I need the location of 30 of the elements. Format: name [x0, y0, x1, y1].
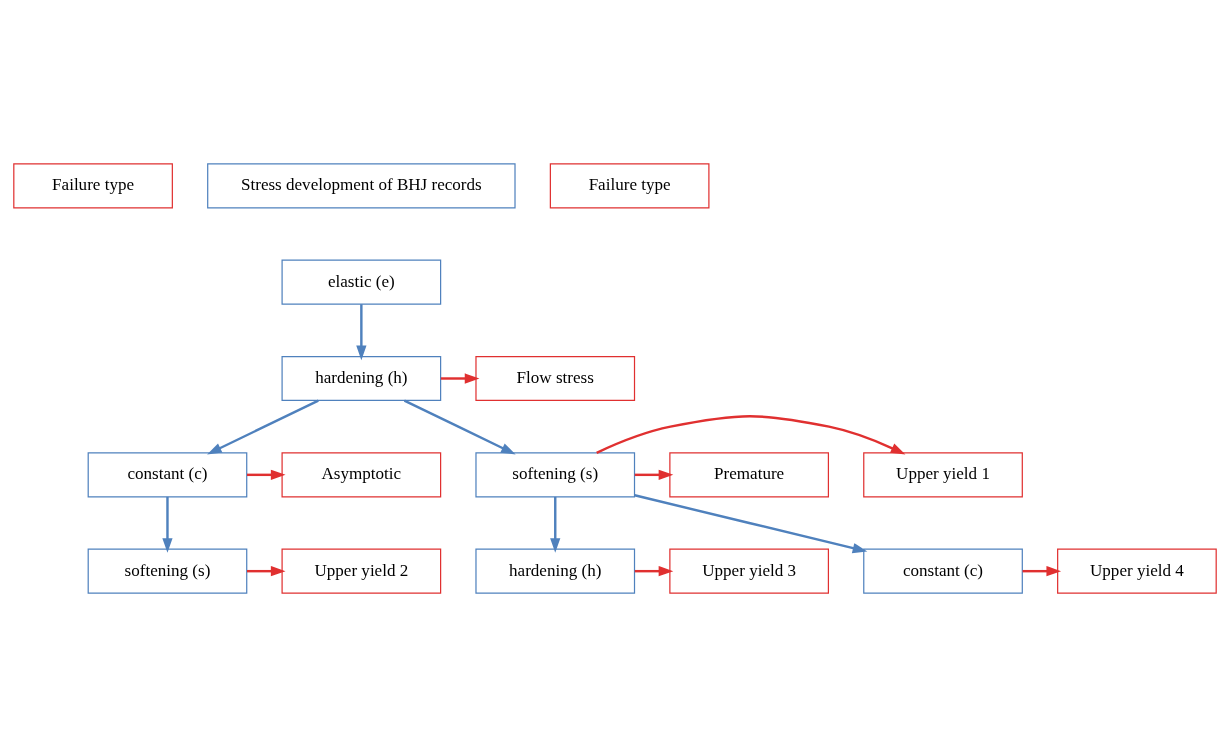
node-box: elastic (e): [281, 259, 442, 305]
arrow: [207, 398, 319, 454]
node-box: hardening (h): [475, 548, 636, 594]
node-box: Failure type: [13, 162, 173, 208]
arrow: [162, 496, 173, 553]
arrow: [550, 496, 561, 553]
node-box: Asymptotic: [281, 451, 442, 497]
node-box: Upper yield 3: [669, 548, 829, 594]
node-box: Upper yield 4: [1057, 548, 1217, 594]
arrow: [403, 398, 516, 454]
arrow: [1022, 565, 1062, 576]
node-box: Upper yield 2: [281, 548, 442, 594]
node-box: softening (s): [87, 548, 248, 594]
node-box: softening (s): [475, 451, 636, 497]
arrow: [440, 372, 480, 384]
arrow: [247, 469, 286, 480]
node-box: Stress development of BHJ records: [207, 162, 516, 208]
arrow: [634, 469, 674, 480]
arrow: [596, 414, 906, 454]
node-box: constant (c): [863, 548, 1023, 594]
arrow: [634, 493, 868, 553]
node-box: hardening (h): [281, 355, 442, 401]
node-box: constant (c): [87, 451, 248, 497]
arrow: [356, 303, 367, 360]
node-box: Upper yield 1: [863, 451, 1023, 497]
arrow: [634, 565, 674, 576]
arrow: [247, 565, 286, 576]
node-box: Premature: [669, 451, 829, 497]
node-box: Flow stress: [475, 355, 636, 401]
node-box: Failure type: [549, 162, 710, 208]
